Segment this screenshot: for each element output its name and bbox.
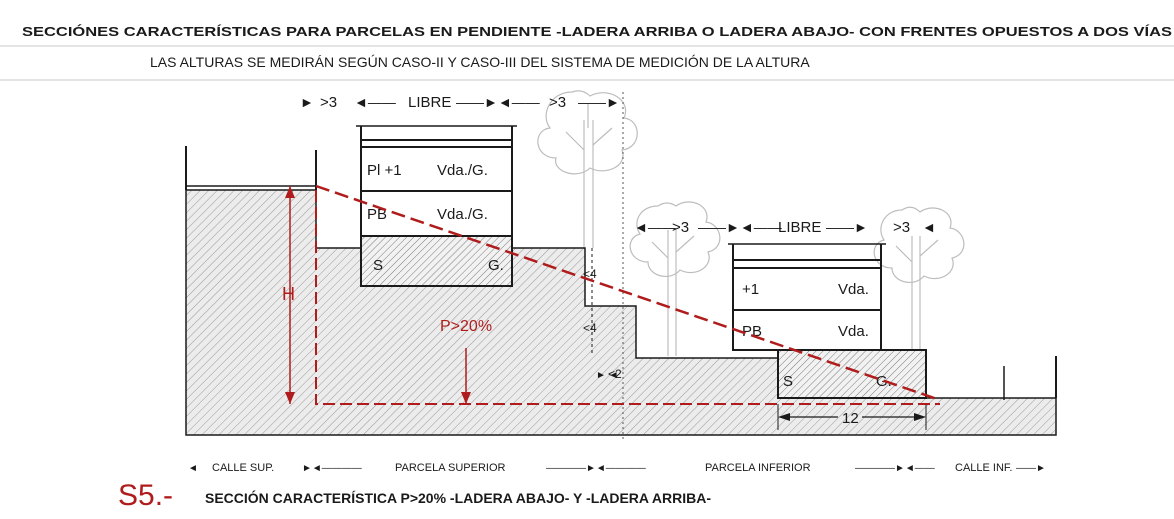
lower-ground-floor-level: PB [742, 323, 762, 340]
upper-setback-left-arrow-2: ◄—— [354, 94, 396, 110]
upper-setback-dimensions: ► >3 ◄—— LIBRE ——►◄—— >3 ——► [300, 94, 620, 111]
lower-basement-level: S [783, 373, 793, 390]
step-width: <2 [608, 367, 622, 381]
slope-line [315, 184, 941, 402]
tree-upper [537, 90, 638, 248]
zone-arrow-5: ——► [1016, 463, 1046, 474]
section-code: S5.- [118, 479, 173, 512]
diagram-title: SECCIÓNES CARACTERÍSTICAS PARA PARCELAS … [22, 24, 1172, 39]
upper-top-floor-use: Vda./G. [437, 162, 488, 179]
upper-setback-left-arrow: ► [300, 94, 314, 110]
lower-setback-right-arrow: ◄ [922, 219, 936, 235]
zone-labels: ◄ CALLE SUP. ►◄———— PARCELA SUPERIOR ———… [188, 462, 1046, 474]
upper-setback-right-arrow: ——► [578, 94, 620, 110]
lower-setback-right: >3 [893, 219, 910, 236]
upper-free-arrow: ——►◄—— [456, 94, 540, 110]
lower-free-label: LIBRE [778, 219, 821, 236]
lower-setback-dimensions: ◄—— >3 ——►◄—— LIBRE ——► >3 ◄ [634, 219, 936, 236]
header: SECCIÓNES CARACTERÍSTICAS PARA PARCELAS … [0, 24, 1174, 81]
section-caption: SECCIÓN CARACTERÍSTICA P>20% -LADERA ABA… [205, 489, 711, 506]
upper-basement-use: G. [488, 257, 504, 274]
reference-line [315, 190, 940, 405]
upper-ground-floor-level: PB [367, 206, 387, 223]
lower-top-floor-level: +1 [742, 281, 759, 298]
upper-ground-floor-use: Vda./G. [437, 206, 488, 223]
lower-building: +1 Vda. PB Vda. S G. [728, 243, 927, 399]
upper-setback-right: >3 [549, 94, 566, 111]
zone-upper-street: CALLE SUP. [212, 462, 274, 474]
zone-lower-plot: PARCELA INFERIOR [705, 462, 811, 474]
lower-free-arrow: ——► [826, 219, 868, 235]
height-measurement: H P>20% [282, 184, 941, 405]
step-width-arrows: ► ◄ [596, 370, 619, 381]
height-label: H [282, 284, 295, 304]
zone-lower-street: CALLE INF. [955, 462, 1012, 474]
lower-ground-floor-use: Vda. [838, 323, 869, 340]
upper-setback-left: >3 [320, 94, 337, 111]
slope-label: P>20% [440, 318, 492, 335]
lower-width-dimension: 12 [777, 404, 927, 430]
zone-arrow-3: ————►◄———— [546, 463, 646, 474]
diagram-subtitle: LAS ALTURAS SE MEDIRÁN SEGÚN CASO-II Y C… [150, 54, 810, 70]
zone-arrow-2: ►◄———— [302, 463, 362, 474]
upper-basement-level: S [373, 257, 383, 274]
lower-setback-left-arrow-2: ——►◄—— [698, 219, 782, 235]
lower-setback-left: >3 [672, 219, 689, 236]
zone-arrow-1: ◄ [188, 463, 198, 474]
upper-free-label: LIBRE [408, 94, 451, 111]
step-height-2: <4 [583, 321, 597, 335]
zone-upper-plot: PARCELA SUPERIOR [395, 462, 505, 474]
zone-arrow-4: ————►◄—— [855, 463, 935, 474]
lower-top-floor-use: Vda. [838, 281, 869, 298]
tree-lower-left [629, 201, 721, 356]
lower-setback-left-arrow: ◄—— [634, 219, 676, 235]
footer: S5.- SECCIÓN CARACTERÍSTICA P>20% -LADER… [118, 479, 711, 512]
upper-building: Pl +1 Vda./G. PB Vda./G. S G. [356, 125, 517, 287]
upper-top-floor-level: Pl +1 [367, 162, 402, 179]
lower-width-value: 12 [842, 410, 859, 427]
